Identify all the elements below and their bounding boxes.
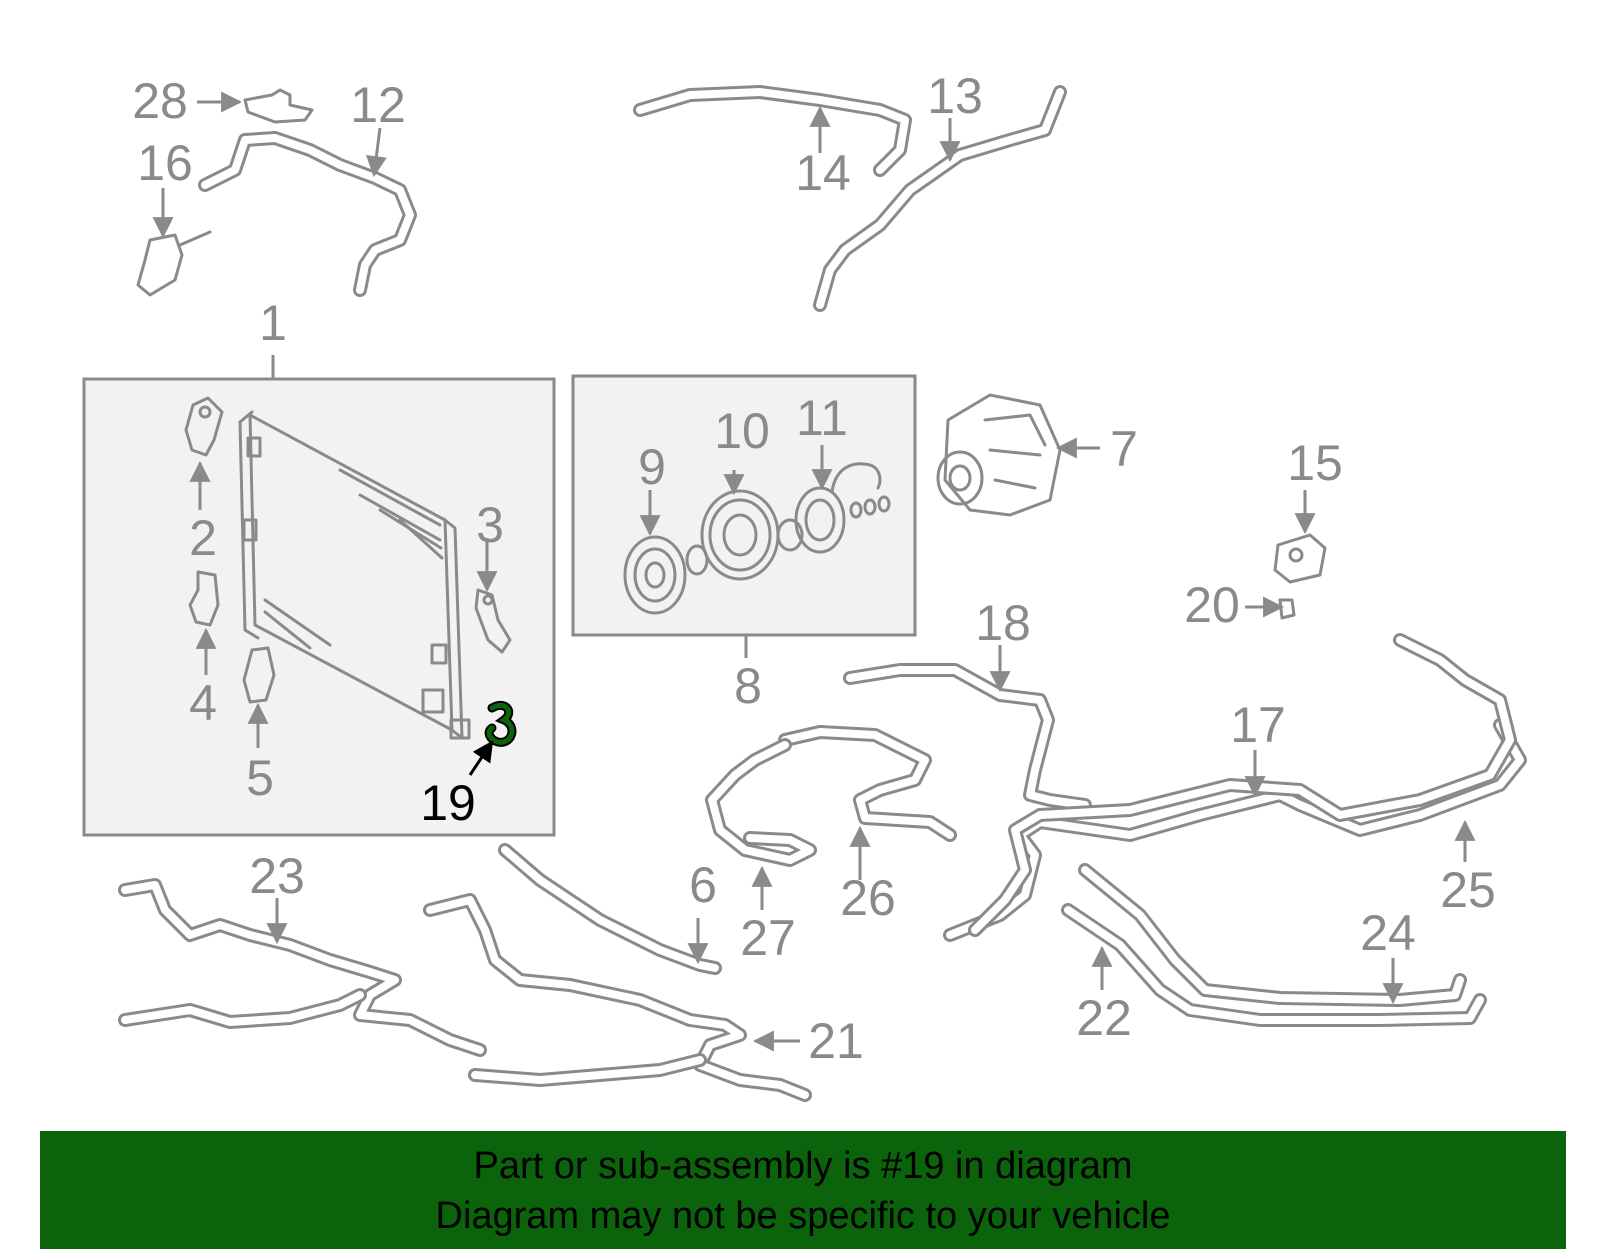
label-21: 21	[808, 1013, 864, 1069]
hose-12	[198, 131, 417, 297]
label-27: 27	[740, 910, 796, 966]
label-2: 2	[189, 510, 217, 566]
hose-23	[118, 878, 487, 1057]
fitting-16	[136, 230, 212, 297]
label-22: 22	[1076, 990, 1132, 1046]
hose-13	[813, 85, 1067, 312]
label-14: 14	[795, 145, 851, 201]
banner-line-1: Part or sub-assembly is #19 in diagram	[473, 1145, 1133, 1187]
label-1: 1	[259, 295, 287, 351]
label-5: 5	[246, 750, 274, 806]
pipe-22	[1061, 903, 1487, 1027]
label-12: 12	[350, 77, 406, 133]
label-11: 11	[796, 390, 848, 446]
field-coil-11	[794, 462, 891, 554]
label-26: 26	[840, 870, 896, 926]
pipe-17	[943, 718, 1527, 942]
label-9: 9	[638, 439, 666, 495]
label-20: 20	[1184, 577, 1240, 633]
hose-21	[423, 893, 812, 1102]
label-24: 24	[1360, 905, 1416, 961]
switch-15	[1273, 533, 1327, 584]
label-23: 23	[249, 848, 305, 904]
hose-14	[633, 85, 912, 177]
pipe-25	[968, 633, 1517, 937]
compressor-7	[936, 393, 1062, 517]
label-15: 15	[1287, 435, 1343, 491]
label-18: 18	[975, 595, 1031, 651]
clutch-hub-9	[623, 535, 709, 615]
label-25: 25	[1440, 862, 1496, 918]
condenser-assembly-box	[82, 377, 556, 837]
label-13: 13	[927, 68, 983, 124]
part-19-highlighted	[484, 700, 517, 747]
label-3: 3	[476, 497, 504, 553]
hose-27	[705, 738, 817, 867]
hose-18	[843, 663, 1092, 812]
bracket-2	[184, 396, 224, 457]
label-6: 6	[689, 857, 717, 913]
label-19: 19	[420, 775, 476, 831]
bracket-4	[188, 570, 220, 627]
label-10: 10	[714, 403, 770, 459]
info-banner: Part or sub-assembly is #19 in diagram D…	[40, 1131, 1566, 1249]
label-7: 7	[1110, 421, 1138, 477]
pipe-24	[1078, 863, 1467, 1007]
sensor-28	[243, 88, 314, 124]
banner-line-2: Diagram may not be specific to your vehi…	[435, 1195, 1171, 1237]
label-16: 16	[137, 135, 193, 191]
hose-26	[778, 725, 957, 842]
hose-6	[498, 843, 722, 975]
label-4: 4	[189, 675, 217, 731]
bracket-3	[474, 588, 512, 654]
bracket-5	[242, 646, 276, 704]
valve-20	[1278, 598, 1296, 620]
label-17: 17	[1230, 697, 1286, 753]
label-28: 28	[132, 73, 188, 129]
condenser	[238, 410, 471, 740]
callout-arrows	[152, 91, 1476, 1052]
label-8: 8	[734, 658, 762, 714]
